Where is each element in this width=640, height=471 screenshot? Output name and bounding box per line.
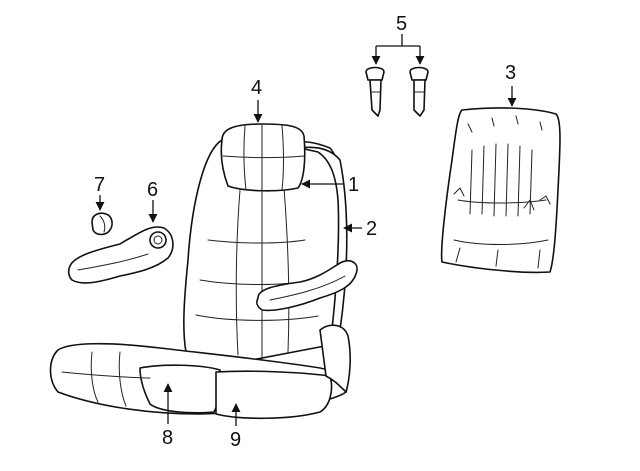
cap-part <box>91 212 113 236</box>
seat-back <box>183 137 348 361</box>
seat-armrest-right <box>256 259 358 312</box>
callout-8: 8 <box>162 427 173 449</box>
callout-4: 4 <box>251 77 262 99</box>
headrest-guides <box>365 66 429 117</box>
armrest-part <box>67 226 174 284</box>
callout-9: 9 <box>230 429 241 451</box>
callout-6: 6 <box>147 179 158 201</box>
callout-1: 1 <box>348 174 359 196</box>
callout-3: 3 <box>505 62 516 84</box>
leader-lines <box>95 34 517 426</box>
headrest <box>220 123 306 193</box>
callout-2: 2 <box>366 218 377 240</box>
back-panel <box>440 107 561 274</box>
callout-7: 7 <box>94 174 105 196</box>
callout-5: 5 <box>396 13 407 35</box>
seat-cushion <box>49 324 351 420</box>
